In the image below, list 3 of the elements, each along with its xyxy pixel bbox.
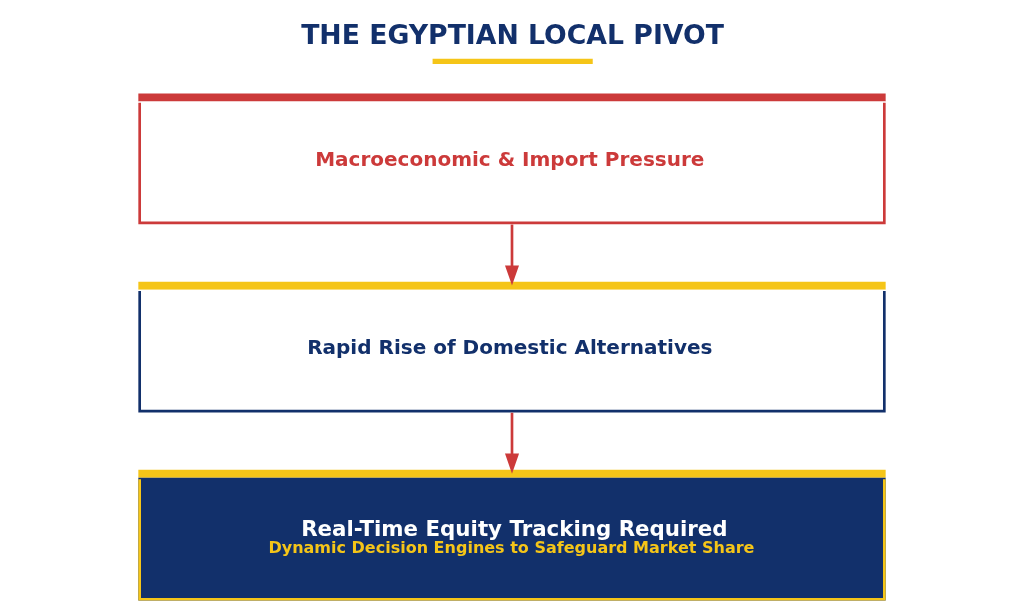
arrow [504,224,520,286]
diagram-title: THE EGYPTIAN LOCAL PIVOT [301,19,724,51]
arrow [504,412,520,474]
